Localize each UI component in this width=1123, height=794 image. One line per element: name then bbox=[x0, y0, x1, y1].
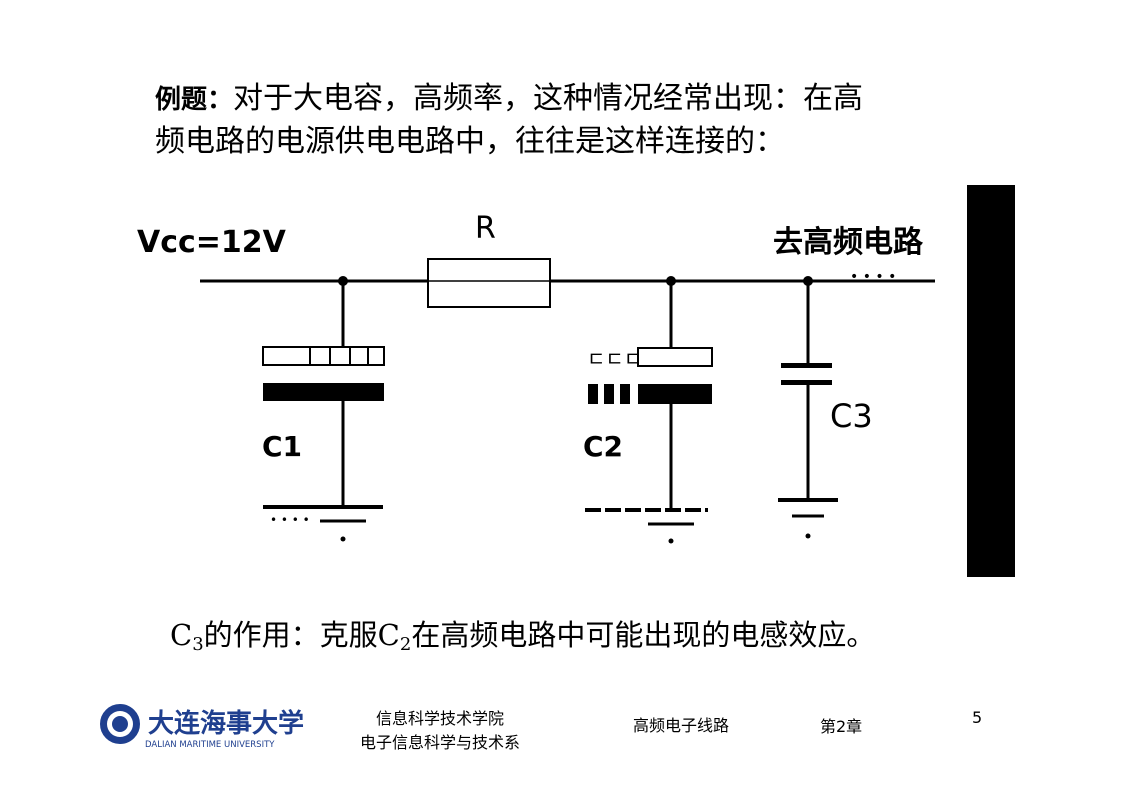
capacitor-c1: • • • • bbox=[262, 281, 385, 542]
resistor-label: R bbox=[475, 211, 496, 246]
svg-text:ㄷㄷㄷ: ㄷㄷㄷ bbox=[587, 347, 642, 371]
example-label: 例题： bbox=[155, 85, 234, 115]
intro-line-2: 频电路的电源供电电路中，往往是这样连接的： bbox=[155, 124, 785, 159]
college-line-2: 电子信息科学与技术系 bbox=[360, 733, 521, 752]
output-arrow-dots: • • • • bbox=[850, 269, 896, 285]
university-name-cn: 大连海事大学 bbox=[148, 708, 304, 739]
output-label: 去高频电路 bbox=[773, 225, 924, 260]
circuit-diagram: Vcc=12V R 去高频电路 • • • • • • • • C1 bbox=[137, 185, 1015, 577]
c2-label: C2 bbox=[583, 430, 623, 463]
capacitor-c3 bbox=[778, 281, 838, 539]
resistor bbox=[427, 258, 551, 308]
course-name: 高频电子线路 bbox=[633, 716, 730, 735]
page-number: 5 bbox=[972, 708, 983, 727]
intro-text-1: 对于大电容，高频率，这种情况经常出现：在高 bbox=[233, 81, 864, 116]
intro-paragraph: 例题：对于大电容，高频率，这种情况经常出现：在高 频电路的电源供电电路中，往往是… bbox=[155, 78, 975, 162]
supply-label: Vcc=12V bbox=[137, 225, 287, 260]
side-bar bbox=[967, 185, 1015, 577]
svg-text:• • • •: • • • • bbox=[270, 513, 310, 527]
capacitor-c2: ㄷㄷㄷ bbox=[585, 281, 713, 544]
c3-purpose-note: C3的作用：克服C2在高频电路中可能出现的电感效应。 bbox=[170, 618, 876, 655]
college-line-1: 信息科学技术学院 bbox=[376, 709, 505, 728]
c1-label: C1 bbox=[262, 430, 302, 463]
university-logo: 大连海事大学 DALIAN MARITIME UNIVERSITY bbox=[100, 704, 304, 750]
intro-line-1: 例题：对于大电容，高频率，这种情况经常出现：在高 bbox=[155, 78, 975, 121]
chapter-label: 第2章 bbox=[820, 717, 863, 736]
university-name-en: DALIAN MARITIME UNIVERSITY bbox=[145, 740, 275, 750]
c3-label: C3 bbox=[830, 397, 873, 435]
college-info: 信息科学技术学院 电子信息科学与技术系 bbox=[360, 707, 520, 755]
